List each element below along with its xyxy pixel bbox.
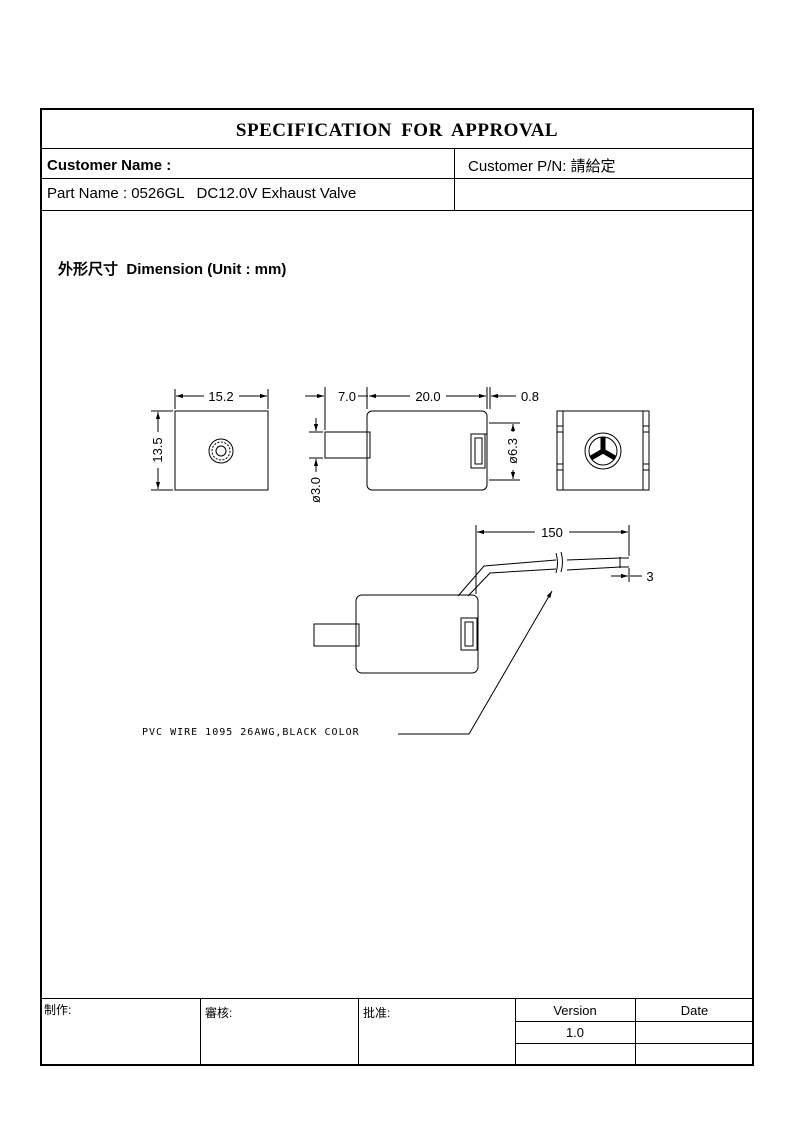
back-view: [556, 410, 650, 491]
part-name-label: Part Name :: [47, 185, 128, 202]
customer-pn-label-text: Customer P/N:: [468, 158, 567, 175]
cap-thickness-label: 0.8: [521, 389, 539, 404]
customer-name-label: Customer Name :: [47, 157, 172, 174]
back-notches: [557, 425, 649, 471]
dimension-heading-en: Dimension (Unit : mm): [126, 261, 287, 278]
body-length-label: 20.0: [415, 389, 440, 404]
part-name-field: Part Name : 0526GL DC12.0V Exhaust Valve: [47, 185, 356, 202]
customer-pn-value: 請給定: [570, 158, 616, 175]
reviewed-label: 審核:: [205, 1006, 233, 1020]
port-hole: [215, 445, 227, 457]
wired-view: 150 3 PVC WIRE 1095 26AWG,BLACK COLOR: [142, 525, 654, 738]
wired-view-cap-inner: [464, 621, 474, 647]
back-view-body: [556, 410, 650, 491]
spec-sheet: SPECIFICATION FOR APPROVAL Customer Name…: [40, 108, 754, 1066]
document-title: SPECIFICATION FOR APPROVAL: [235, 120, 559, 141]
divider: [42, 998, 754, 999]
port-diameter-label: ø6.3: [505, 438, 520, 464]
date-label: Date: [680, 1003, 709, 1018]
divider: [515, 998, 516, 1066]
wire-note-leader: [398, 590, 553, 735]
divider: [515, 1043, 754, 1044]
front-view: 15.2 13.5: [150, 389, 269, 491]
made-by-label: 制作:: [44, 1003, 72, 1017]
dimension-heading: 外形尺寸 Dimension (Unit : mm): [58, 258, 286, 279]
part-name-value: 0526GL DC12.0V Exhaust Valve: [131, 185, 357, 202]
shaft-length-label: 7.0: [338, 389, 356, 404]
divider: [42, 178, 754, 179]
approved-label: 批准:: [363, 1006, 391, 1020]
wire-note: PVC WIRE 1095 26AWG,BLACK COLOR: [142, 727, 360, 738]
version-value: 1.0: [565, 1025, 585, 1040]
wired-view-body: [355, 594, 479, 674]
divider: [200, 998, 201, 1066]
port-ring-inner: [211, 441, 231, 461]
divider: [635, 998, 636, 1066]
front-width-label: 15.2: [208, 389, 233, 404]
divider: [358, 998, 359, 1066]
divider: [454, 148, 455, 210]
port-ring-outer: [208, 438, 234, 464]
front-view-body: [174, 410, 269, 491]
wired-view-cap: [460, 617, 478, 651]
dimension-heading-cn: 外形尺寸: [58, 261, 119, 278]
wire-length-label: 150: [541, 525, 563, 540]
shaft: [324, 431, 371, 459]
divider: [42, 210, 754, 211]
wire-strip-label: 3: [646, 569, 653, 584]
wire-end: [619, 557, 629, 568]
back-port-spokes: [589, 437, 617, 461]
back-port-outer: [584, 432, 622, 470]
version-label: Version: [553, 1003, 597, 1018]
wired-view-shaft: [313, 623, 360, 647]
customer-pn-label: Customer P/N: 請給定: [468, 155, 616, 176]
divider: [42, 148, 754, 149]
wire-continuation: [566, 557, 621, 571]
divider: [515, 1021, 754, 1022]
valve-body: [366, 410, 488, 491]
wire-break: [555, 551, 563, 574]
port-cap-outer: [470, 433, 486, 469]
wire-2: [467, 568, 557, 597]
shaft-diameter-label: ø3.0: [308, 477, 323, 503]
port-cap-inner: [474, 437, 483, 465]
side-view: 7.0 20.0 0.8 ø6.3 ø3.0: [305, 387, 539, 503]
wire-1: [457, 559, 557, 597]
front-height-label: 13.5: [150, 437, 165, 462]
